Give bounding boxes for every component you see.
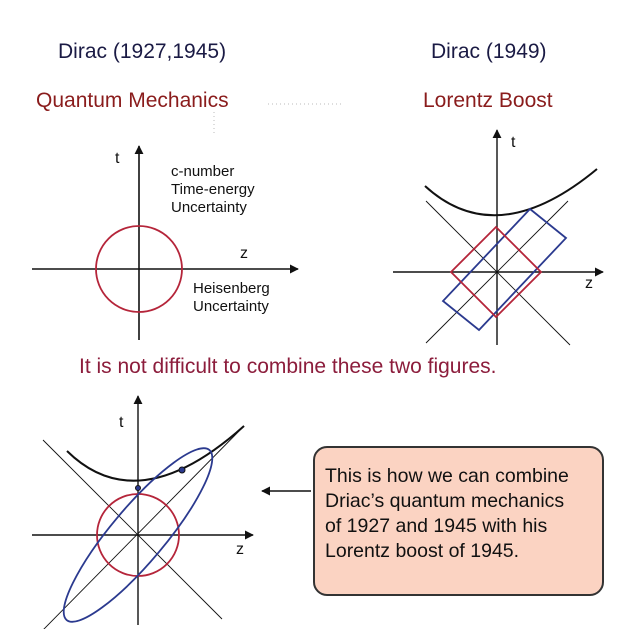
time-energy-line-1: c-number <box>171 163 235 180</box>
time-energy-line-2: Time-energy <box>171 181 255 198</box>
bottom-t-label: t <box>119 414 124 431</box>
right-diagram <box>393 129 604 346</box>
callout-line-2: Driac’s quantum mechanics <box>325 490 565 512</box>
heisenberg-line-1: Heisenberg <box>193 280 270 297</box>
uncertainty-circle <box>95 225 183 313</box>
right-title: Dirac (1949) <box>431 40 547 63</box>
right-z-label: z <box>585 275 593 292</box>
red-square <box>449 225 543 319</box>
boosted-rectangle <box>441 207 568 332</box>
bottom-light-cone-line-2 <box>43 425 245 629</box>
time-energy-line-3: Uncertainty <box>171 199 247 216</box>
combine-statement: It is not difficult to combine these two… <box>79 355 497 378</box>
right-subtitle: Lorentz Boost <box>423 89 553 112</box>
left-title: Dirac (1927,1945) <box>58 40 227 63</box>
light-cone-line-2 <box>425 200 569 344</box>
callout-line-1: This is how we can combine <box>325 465 569 487</box>
heisenberg-line-2: Uncertainty <box>193 298 269 315</box>
right-t-label: t <box>511 134 516 151</box>
light-cone-line-1 <box>425 200 571 346</box>
left-t-label: t <box>115 150 120 167</box>
left-diagram <box>32 145 299 340</box>
vertex-point-marker <box>135 485 141 491</box>
left-subtitle: Quantum Mechanics <box>36 89 229 112</box>
callout-line-3: of 1927 and 1945 with his <box>325 515 548 537</box>
explanation-callout: This is how we can combine Driac’s quant… <box>313 446 604 596</box>
heisenberg-uncertainty-label: Heisenberg Uncertainty <box>193 280 270 316</box>
left-z-label: z <box>240 245 248 262</box>
bottom-diagram <box>32 395 254 629</box>
tangent-point-marker <box>178 466 186 474</box>
time-energy-uncertainty-label: c-number Time-energy Uncertainty <box>171 163 255 217</box>
callout-line-4: Lorentz boost of 1945. <box>325 540 520 562</box>
bottom-z-label: z <box>236 541 244 558</box>
bottom-light-cone-line-1 <box>42 439 223 620</box>
bottom-hyperbola <box>66 425 245 482</box>
hyperbola <box>424 168 598 217</box>
boosted-ellipse <box>62 447 214 623</box>
